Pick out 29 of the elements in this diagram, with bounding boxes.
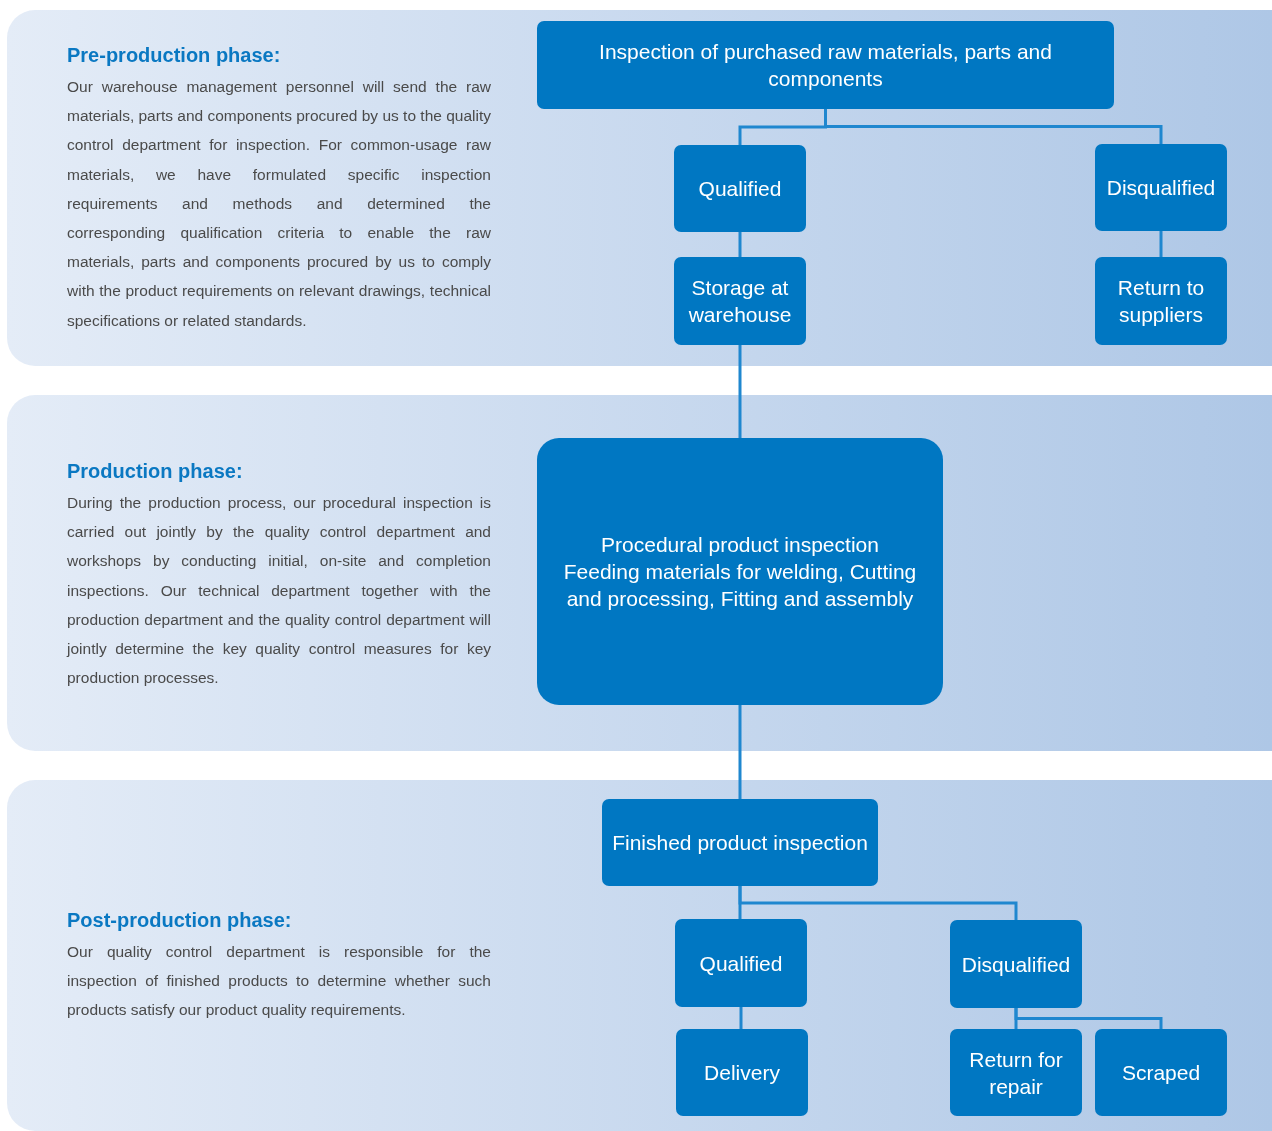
phase-band [7,395,1272,751]
phase-heading: Pre-production phase: [67,43,282,68]
connector-line [1014,1008,1163,1029]
process-box: Qualified [674,145,806,232]
process-box: Qualified [675,919,807,1007]
process-box: Disqualified [1095,144,1227,231]
connector-line [739,1007,743,1029]
connector-line [738,345,742,438]
connector-line [738,705,742,799]
phase-band [7,780,1272,1131]
process-box: Delivery [676,1029,808,1116]
process-box: Scraped [1095,1029,1227,1116]
phase-band [7,10,1272,366]
phase-description: During the production process, our procedural inspection is carried out jointly by the quality control department and workshops by conducting initial, on-site and completion inspections. Our technical department together with the production department and the quality control department will jointly determine the key quality control measures for key production processes. [67,493,491,689]
process-box: Return to suppliers [1095,257,1227,345]
connector-line [1159,231,1163,257]
process-box: Inspection of purchased raw materials, parts and components [537,21,1114,109]
process-box: Procedural product inspection Feeding materials for welding, Cutting and processing, Fitting and assembly [537,438,943,705]
phase-heading: Production phase: [67,459,244,484]
process-box: Return for repair [950,1029,1082,1116]
connector-line [738,886,1018,920]
process-box: Finished product inspection [602,799,878,886]
phase-description: Our warehouse management personnel will send the raw materials, parts and components procured by us to the quality control department for inspection. For common-usage raw materials, we have formulated specific inspection requirements and methods and determined the corresponding qualification criteria to enable the raw materials, parts and components procured by us to comply with the product requirements on relevant drawings, technical specifications or related standards. [67,77,491,331]
connector-line [738,232,742,257]
phase-heading: Post-production phase: [67,908,293,933]
process-box: Storage at warehouse [674,257,806,345]
process-box: Disqualified [950,920,1082,1008]
connector-line [824,109,1163,144]
phase-description: Our quality control department is responsible for the inspection of finished products to determine whether such products satisfy our product quality requirements. [67,942,491,1021]
